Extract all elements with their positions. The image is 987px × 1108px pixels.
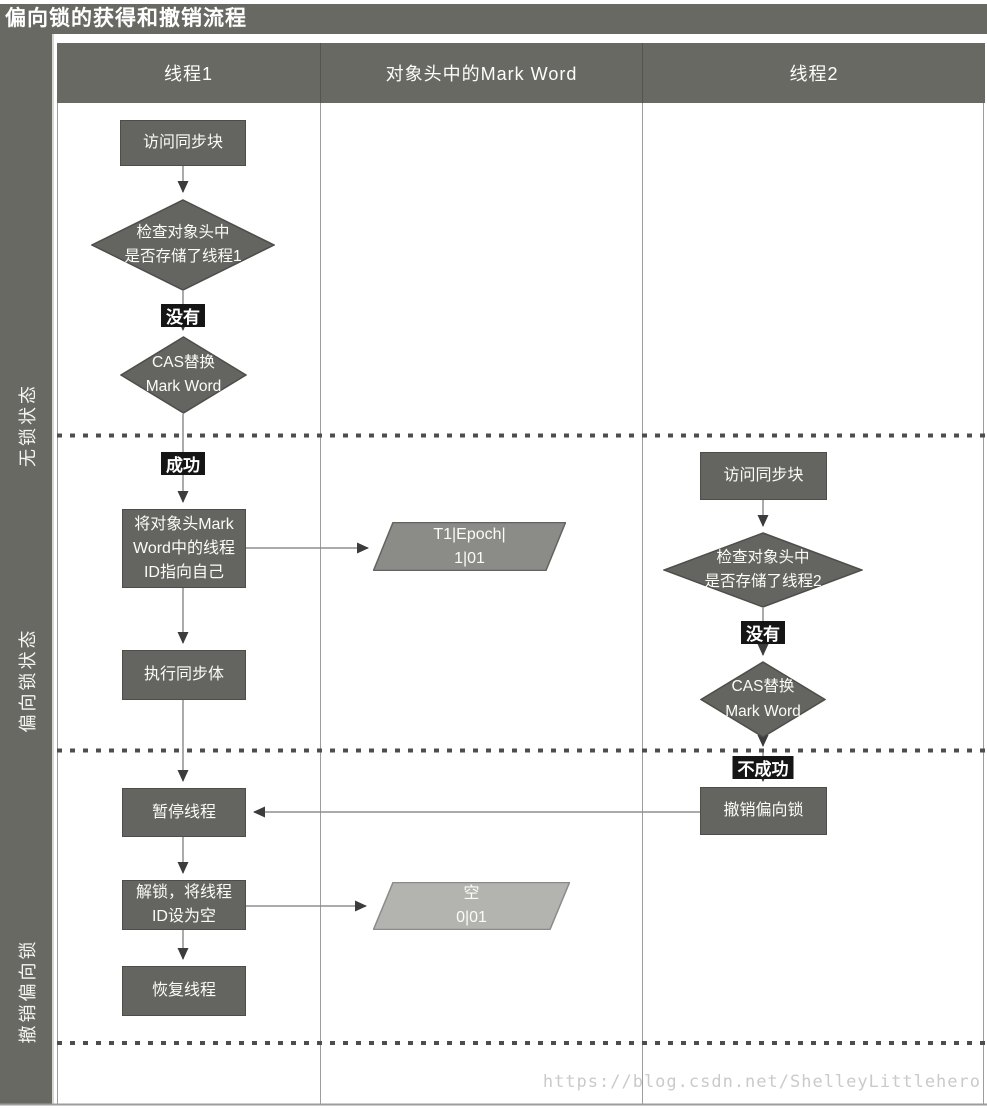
lane-label-revoke: 撤销偏向锁 [18,938,38,1044]
node-t2-check-object-header: 检查对象头中 是否存储了线程2 [663,532,863,608]
column-header-mark-word: 对象头中的Mark Word [385,64,578,84]
swimlane-header-row: 线程1 对象头中的Mark Word 线程2 [57,43,985,103]
node-t1-check-object-header: 检查对象头中 是否存储了线程1 [91,199,275,291]
diamond-shape [663,532,863,608]
badge-t2-fail: 不成功 [732,756,794,779]
diagram-title: 偏向锁的获得和撤销流程 [0,4,987,34]
badge-t2-no: 没有 [741,621,785,644]
lane-label-biased: 偏向锁状态 [18,627,38,733]
node-t1-pause-thread: 暂停线程 [122,788,246,837]
node-t1-unlock-clear-id: 解锁，将线程 ID设为空 [122,880,246,930]
parallelogram-shape [373,882,570,930]
header-separator [320,43,321,103]
node-t2-cas-replace-mark-word: CAS替换 Mark Word [700,661,826,738]
parallelogram-shape [373,522,566,571]
watermark-url: https://blog.csdn.net/ShelleyLittlehero [542,1072,981,1092]
diamond-shape [700,661,826,738]
badge-t1-success: 成功 [161,452,205,475]
node-t1-execute-sync-body: 执行同步体 [122,650,246,700]
column-header-thread2: 线程2 [789,64,839,84]
node-t1-resume-thread: 恢复线程 [122,966,246,1016]
diamond-shape [120,336,247,414]
node-t2-revoke-biased-lock: 撤销偏向锁 [700,787,827,835]
column-header-thread1: 线程1 [163,64,213,84]
node-t1-access-sync-block: 访问同步块 [120,120,246,166]
node-mark-word-biased: T1|Epoch| 1|01 [373,522,566,571]
lane-sidebar: 无锁状态 偏向锁状态 撤销偏向锁 [0,34,54,1105]
badge-t1-no: 没有 [161,304,205,327]
node-t1-set-thread-id: 将对象头Mark Word中的线程 ID指向自己 [122,509,246,588]
node-mark-word-empty: 空 0|01 [373,882,570,930]
node-t2-access-sync-block: 访问同步块 [700,452,827,500]
diamond-shape [91,199,275,291]
node-t1-cas-replace-mark-word: CAS替换 Mark Word [120,336,247,414]
header-separator [642,43,643,103]
lane-label-lock-free: 无锁状态 [18,383,38,467]
